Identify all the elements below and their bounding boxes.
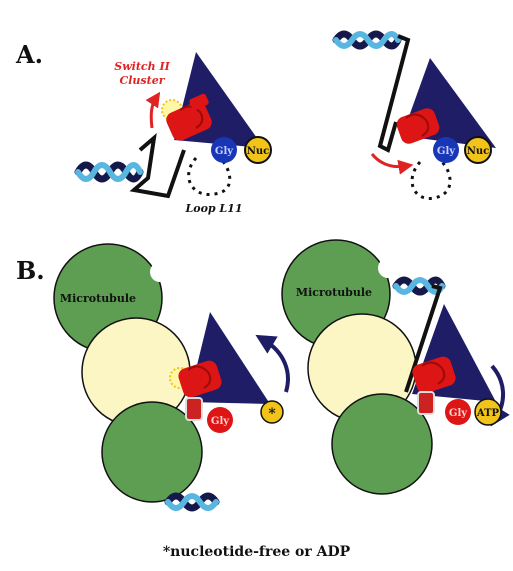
atp-label: ATP [476,408,500,419]
panel-b-right-state: Microtubule Gly ATP [282,240,503,494]
loop-l11-label: Loop L11 [185,202,243,215]
neck-linker [134,138,184,196]
switch-ii-label: Switch II [114,60,170,73]
panel-b-left-state: Microtubule Gly * [54,244,288,508]
rotation-arrow [264,340,288,392]
loop-l11 [412,162,450,198]
nuc-label: Nuc [467,146,490,157]
microtubule-notch [150,262,170,282]
gly-label: Gly [215,146,234,157]
neck-linker-coil [168,496,216,508]
footnote: *nucleotide-free or ADP [0,544,513,560]
gly-label: Gly [437,146,456,157]
microtubule-notch [378,258,398,278]
up-arrow [151,98,156,128]
microtubule-label: Microtubule [60,292,136,305]
loop-l11 [189,158,230,194]
panel-a-right-state: Gly Nuc [336,34,496,198]
panel-a-left-state: Gly Nuc Switch II Cluster Loop L11 [78,52,271,215]
gly-label: Gly [449,408,468,419]
neck-linker-coil [78,165,140,179]
nuc-label: Nuc [247,146,270,157]
gly-label: Gly [211,416,230,427]
rotation-arrow [372,154,406,167]
cluster-label: Cluster [120,74,166,87]
star-label: * [268,406,276,422]
microtubule-label: Microtubule [296,286,372,299]
neck-linker-coil [336,34,398,46]
